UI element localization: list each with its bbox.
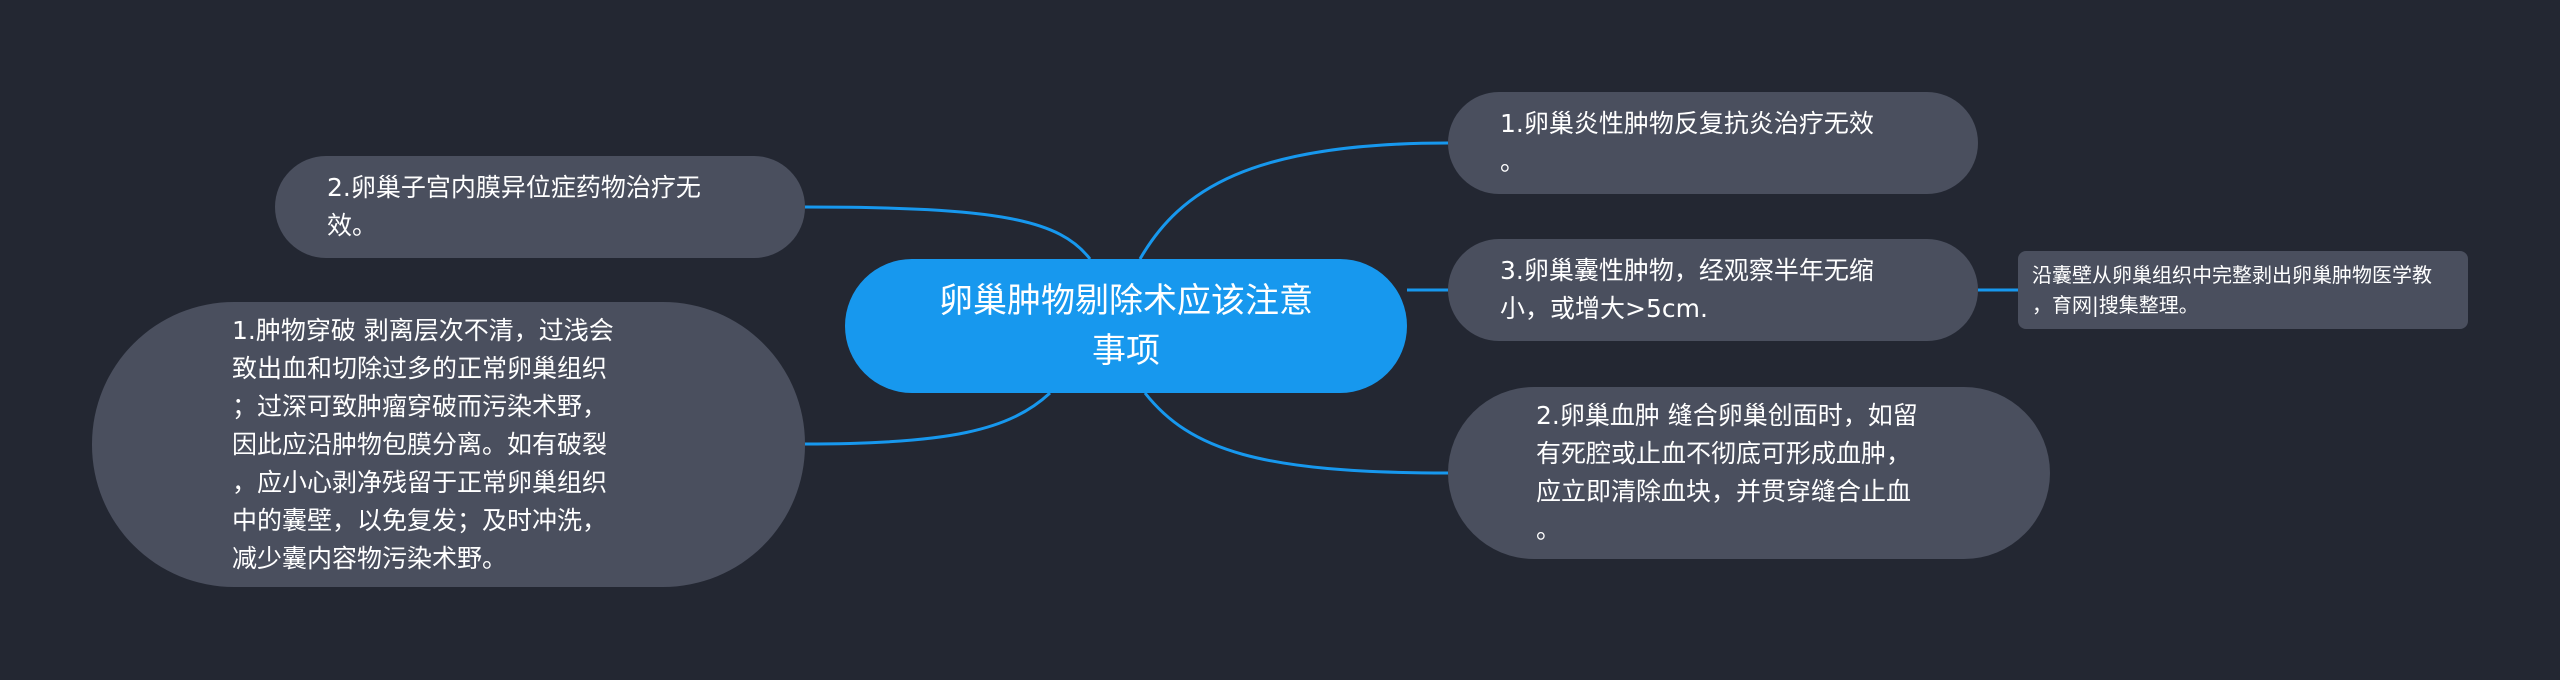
node-r2-child[interactable]: 沿囊壁从卵巢组织中完整剥出卵巢肿物医学教 ，育网|搜集整理。 [2018,251,2468,329]
node-r2-label: 3.卵巢囊性肿物，经观察半年无缩 小，或增大>5cm. [1500,256,1874,323]
node-r3[interactable]: 2.卵巢血肿 缝合卵巢创面时，如留 有死腔或止血不彻底可形成血肿， 应立即清除血… [1448,387,2050,559]
node-l1[interactable]: 2.卵巢子宫内膜异位症药物治疗无 效。 [275,156,805,258]
root-node[interactable]: 卵巢肿物剔除术应该注意 事项 [845,259,1407,393]
connector-root-to-r1 [1138,141,1449,260]
connector-root-to-l2 [804,391,1052,446]
connector-root-to-r3 [1143,392,1449,475]
node-r2-child-label: 沿囊壁从卵巢组织中完整剥出卵巢肿物医学教 ，育网|搜集整理。 [2032,263,2432,317]
node-r1[interactable]: 1.卵巢炎性肿物反复抗炎治疗无效 。 [1448,92,1978,194]
node-r1-label: 1.卵巢炎性肿物反复抗炎治疗无效 。 [1500,109,1874,176]
root-node-label: 卵巢肿物剔除术应该注意 事项 [939,281,1313,371]
connector-root-to-l1 [804,205,1092,260]
node-l1-label: 2.卵巢子宫内膜异位症药物治疗无 效。 [327,173,701,240]
node-l2[interactable]: 1.肿物穿破 剥离层次不清，过浅会 致出血和切除过多的正常卵巢组织 ；过深可致肿… [92,302,805,587]
node-l2-label: 1.肿物穿破 剥离层次不清，过浅会 致出血和切除过多的正常卵巢组织 ；过深可致肿… [232,315,614,573]
node-r2[interactable]: 3.卵巢囊性肿物，经观察半年无缩 小，或增大>5cm. [1448,239,1978,341]
node-r3-label: 2.卵巢血肿 缝合卵巢创面时，如留 有死腔或止血不彻底可形成血肿， 应立即清除血… [1536,401,1918,544]
